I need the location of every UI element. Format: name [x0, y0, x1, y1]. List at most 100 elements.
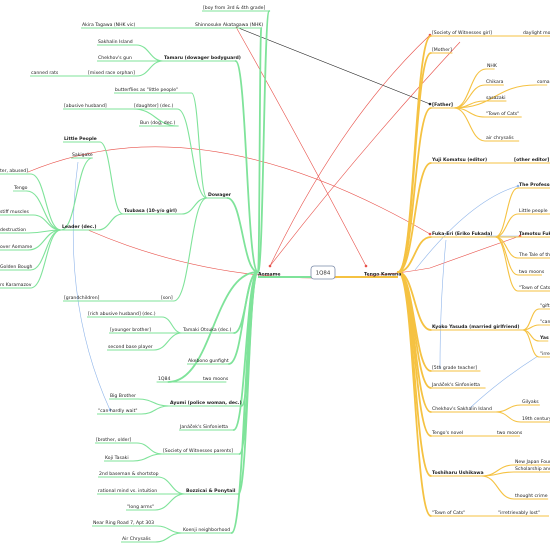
right-node-can_r[interactable]: "can [540, 319, 550, 325]
right-node-little_people_r[interactable]: Little people [519, 208, 548, 214]
left-node-brother_older[interactable]: [brother, older] [96, 437, 131, 443]
left-node-golden_bough[interactable]: Golden Bough [0, 264, 33, 270]
left-node-rational[interactable]: rational mind vs. intuition [98, 488, 157, 494]
left-node-koji[interactable]: Koji Tasaki [105, 455, 129, 461]
right-node-gilyaks[interactable]: Gilyaks [522, 399, 539, 405]
left-root-label[interactable]: Aomame [258, 272, 281, 278]
left-node-rich_husband[interactable]: [rich abusive husband] (dec.) [88, 311, 156, 317]
right-node-new_japan[interactable]: New Japan Founda [515, 459, 550, 465]
left-node-sakigake[interactable]: Sakigake [72, 152, 93, 158]
left-node-long_arms[interactable]: "long arms" [127, 504, 154, 510]
right-node-air_chrysalis_r[interactable]: air chrysalis [486, 135, 514, 141]
right-node-fukaeri[interactable]: Fuka-Eri (Eriko Fukada) [432, 231, 492, 237]
right-node-other_editor[interactable]: [other editor] [514, 157, 549, 163]
left-node-butterflies[interactable]: butterflies as "little people" [115, 87, 178, 93]
right-node-town_cats3[interactable]: "Town of Cats" [432, 510, 465, 516]
link-sakigake-ayumi [72, 161, 111, 411]
left-edge-sakigake [60, 157, 93, 231]
left-node-stiff_muscles[interactable]: stiff muscles [0, 209, 30, 215]
left-node-younger_brother[interactable]: [younger brother] [110, 327, 151, 333]
right-node-town_cats1[interactable]: "Town of Cats" [486, 111, 519, 117]
right-node-ushikawa[interactable]: Toshiharu Ushikawa [432, 470, 484, 476]
right-node-irre[interactable]: "irre [540, 351, 550, 357]
left-node-leader[interactable]: Leader (dec.) [62, 224, 96, 230]
left-node-air_chrysalis_l[interactable]: Air Chrysalis [122, 536, 151, 542]
right-node-mother[interactable]: [Mother] [432, 47, 452, 53]
left-node-destruction[interactable]: destruction [0, 227, 26, 233]
right-node-scholarship[interactable]: Scholarship and [515, 466, 550, 472]
right-node-father[interactable]: [Father] [432, 102, 453, 108]
right-node-tale[interactable]: The Tale of the [518, 252, 550, 258]
right-node-teacher[interactable]: [5th grade teacher] [432, 365, 477, 371]
right-node-sasazaki[interactable]: sasazaki [486, 95, 506, 101]
left-edge-second_base [153, 332, 183, 351]
right-node-yuji[interactable]: Yuji Komatsu (editor) [431, 157, 487, 163]
left-node-canned_rats[interactable]: canned rats [31, 70, 59, 76]
right-node-coma[interactable]: coma [537, 80, 550, 85]
center-node-label[interactable]: 1Q84 [316, 271, 331, 277]
left-node-tsubasa[interactable]: Tsubasa (10-y/o girl) [124, 208, 177, 214]
left-node-baseman[interactable]: 2nd baseman & shortstop [99, 471, 159, 477]
right-node-yasu[interactable]: Yas [539, 335, 549, 341]
left-node-son[interactable]: [son] [161, 295, 173, 301]
left-node-chekhov[interactable]: Chekhov's gun [98, 55, 132, 61]
left-node-akebono[interactable]: Akebono gunfight [188, 358, 229, 364]
left-node-ter_abused[interactable]: ter, abused] [0, 168, 28, 174]
left-node-karamazov[interactable]: rs Karamazov [0, 282, 32, 288]
right-node-irretrievable[interactable]: "irretrievably lost" [498, 510, 540, 516]
left-edge-sakhalin_l [135, 44, 164, 62]
right-edge-thought_crime [480, 475, 515, 500]
right-node-society_girl[interactable]: [Society of Witnesses girl] [432, 30, 492, 36]
right-node-gift[interactable]: "gift [540, 303, 550, 309]
right-node-thought_crime[interactable]: thought crime [515, 493, 548, 499]
right-node-daylight[interactable]: daylight moo [523, 30, 550, 36]
left-node-dowager[interactable]: Dowager [208, 192, 232, 198]
right-node-chekhov_sakhalin[interactable]: Chekhov's Sakhalin Island [432, 406, 492, 412]
left-node-little_people[interactable]: Little People [64, 136, 97, 142]
right-node-professor[interactable]: The Professor [519, 182, 550, 188]
right-edge-scholarship [480, 471, 515, 477]
right-node-janacek_r[interactable]: Janáček's Sinfonietta [431, 381, 480, 388]
right-node-kyoko[interactable]: Kyoko Yasuda (married girlfriend) [432, 324, 520, 330]
left-node-sakhalin_l[interactable]: Sakhalin Island [98, 39, 133, 45]
left-node-near_ring[interactable]: Near Ring Road 7, Apt 303 [93, 520, 154, 526]
left-node-grandchildren[interactable]: [grandchildren] [64, 295, 100, 301]
left-node-akira[interactable]: Akira Tagawa (NHK vic) [82, 22, 136, 28]
left-node-society_parents[interactable]: [Society of Witnesses parents] [163, 448, 233, 454]
left-node-ayumi[interactable]: Ayumi (police woman, dec.) [170, 400, 242, 406]
left-node-tengo_l[interactable]: Tengo [13, 185, 28, 191]
left-edge-air_chrysalis_l [154, 532, 183, 543]
left-node-boy[interactable]: [boy from 3rd & 4th grade] [203, 5, 265, 11]
left-node-bun[interactable]: Bun (dog, dec.) [140, 120, 176, 126]
right-edge-town_cats2 [494, 236, 519, 292]
left-node-tamaru[interactable]: Tamaru (dowager bodyguard) [164, 55, 241, 61]
left-node-cant_wait[interactable]: "can hardly wait" [98, 408, 138, 414]
left-node-tamaki[interactable]: Tamaki Otsuka (dec.) [182, 327, 232, 333]
left-node-bozzicai[interactable]: Bozzicai & Ponytail [186, 488, 236, 494]
right-node-novel[interactable]: Tengo's novel [431, 430, 463, 436]
left-node-over_aomame[interactable]: over Aomame [0, 244, 32, 250]
left-node-koenji[interactable]: Koenji neighborhood [183, 527, 230, 533]
left-node-two_moons_l[interactable]: two moons [203, 376, 229, 382]
left-node-second_base[interactable]: second base player [108, 344, 153, 350]
right-node-century[interactable]: 19th century [522, 416, 550, 422]
nodes-layer: 1Q84 Aomame Tengo Kawana [boy from 3rd &… [0, 5, 550, 542]
right-node-tamotsu[interactable]: Tamotsu Fuka [519, 231, 550, 237]
left-node-shinozaka[interactable]: Shinnosuke Akatagawa (NHK) [195, 22, 263, 28]
left-node-janacek_l[interactable]: Janáček's Sinfonietta [179, 423, 228, 430]
center-node-box[interactable] [310, 265, 336, 280]
right-node-two_moons_r2[interactable]: two moons [497, 430, 523, 436]
left-node-daughter[interactable]: [daughter] (dec.) [134, 103, 174, 109]
left-node-big_brother[interactable]: Big Brother [110, 393, 136, 399]
left-node-abusive_husband[interactable]: [abusive husband] [64, 103, 107, 109]
right-node-two_moons_r1[interactable]: two moons [519, 269, 545, 275]
right-root-label[interactable]: Tengo Kawana [364, 272, 401, 278]
right-node-chikara[interactable]: Chikara [486, 79, 504, 85]
right-edge-can_r [522, 324, 540, 331]
left-node-q1984_l[interactable]: 1Q84 [158, 376, 170, 382]
left-node-mixed_orphan[interactable]: [mixed race orphan] [88, 70, 135, 76]
right-node-town_cats2[interactable]: "Town of Cats" [519, 285, 550, 291]
right-node-nhk[interactable]: NHK [487, 63, 498, 69]
link-shinozaka-father-arrowhead [428, 102, 432, 106]
